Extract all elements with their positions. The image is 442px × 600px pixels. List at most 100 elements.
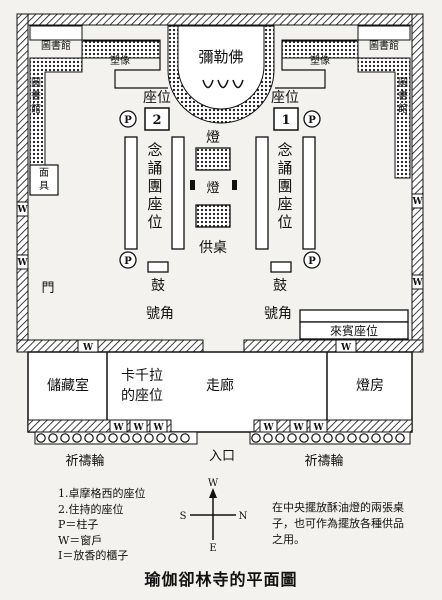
mask-label: 面具 [39,168,49,192]
legend-item: W＝窗戶 [58,533,103,547]
prayer-wheel [108,433,118,443]
prayer-wheel [60,433,70,443]
window-symbol: W [411,197,423,207]
prayer-wheel [168,433,178,443]
statue-niche-right [275,40,357,89]
window-symbol: W [152,423,164,433]
lamp-label: 燈 [206,181,219,196]
seat-number: 1 [281,113,290,128]
window-symbol: W [312,423,324,433]
mask-cabinet [29,164,59,196]
prayer-wheel [371,433,381,443]
guest-seating [299,309,409,340]
library-shelves [29,25,411,179]
horn-label: 號角 [146,306,174,322]
prayer-wheel [275,433,285,443]
prayer-wheel [36,433,46,443]
figure-title: 瑜伽卻林寺的平面圖 [144,570,298,589]
library-label: 圖書館 [31,77,41,115]
butter-lamp-tables [190,147,237,228]
door-label: 門 [41,281,54,296]
prayer-wheel [395,433,405,443]
prayer-wheel [299,433,309,443]
offering-table-label: 供桌 [199,240,227,256]
seat-label: 座位 [143,90,171,106]
pillar-symbol: P [124,115,132,126]
prayer-wheel [263,433,273,443]
lamp-label: 燈 [206,130,220,146]
chanting-benches [124,136,316,273]
prayer-wheel [84,433,94,443]
prayer-wheel [144,433,154,443]
chant-seat-label: 念誦團座位 [277,141,292,231]
prayer-wheel [311,433,321,443]
drum-label: 鼓 [151,278,165,294]
drolma-geshe-seat [273,107,299,131]
legend-item: 1.卓摩格西的座位 [58,487,146,500]
outer-wall [16,13,424,433]
legend-item: 2.住持的座位 [58,502,124,516]
prayer-wheel [323,433,333,443]
compass-w: W [208,478,219,489]
legend: 1.卓摩格西的座位 2.住持的座位 P＝柱子 W＝窗戶 I＝放香的櫃子 [58,486,146,564]
prayer-wheel [335,433,345,443]
prayer-wheel [359,433,369,443]
compass-e: E [209,543,216,554]
prayer-wheels [36,433,190,443]
window-symbol: W [112,423,124,433]
window-symbol: W [16,258,28,268]
legend-item: I＝放香的櫃子 [58,549,129,562]
compass-s: S [180,511,187,522]
guest-seat-label: 來賓座位 [330,323,378,338]
kachila-seat-label: 卡千拉的座位 [121,368,163,404]
compass-n: N [239,511,248,522]
compass: W E S N [180,478,248,554]
maitreya-shrine [167,25,275,124]
horn-label: 號角 [264,306,292,322]
library-label: 圖書館 [41,39,71,52]
library-label: 圖書館 [369,39,399,52]
seat-label: 座位 [271,90,299,106]
window-symbol: W [340,343,352,353]
prayer-wheel [287,433,297,443]
entrance-label: 入口 [209,449,235,464]
prayer-wheel-label: 祈禱輪 [304,453,343,469]
abbot-seat [144,107,170,131]
library-label: 圖書館 [398,77,408,115]
pillar-symbol: P [124,256,132,267]
statue-niche-left [83,40,168,89]
statue-label: 塑像 [110,55,130,67]
prayer-wheel [383,433,393,443]
window-symbol: W [411,278,423,288]
corridor-label: 走廊 [206,377,234,394]
chant-seat-label: 念誦團座位 [147,141,162,231]
window-markers: W W W W W W W W W W W W [16,193,424,433]
pillar-symbol: P [308,115,316,126]
pillar-symbol: P [308,256,316,267]
maitreya-label: 彌勒佛 [198,48,243,66]
drum-label: 鼓 [273,278,287,294]
prayer-wheel [251,433,261,443]
window-symbol: W [82,343,94,353]
legend-item: P＝柱子 [58,518,99,531]
prayer-wheel [48,433,58,443]
prayer-wheel [156,433,166,443]
prayer-wheel [132,433,142,443]
pillars: P P P P [119,110,321,269]
window-symbol: W [132,423,144,433]
seat-number: 2 [152,113,161,128]
window-symbol: W [262,423,274,433]
note-text: 在中央擺放酥油燈的兩張桌子，也可作為擺放各種供品之用。 [272,501,404,546]
window-symbol: W [292,423,304,433]
storage-label: 儲藏室 [47,377,89,394]
prayer-wheel [347,433,357,443]
prayer-wheel-label: 祈禱輪 [65,453,104,469]
window-symbol: W [16,205,28,215]
prayer-wheel [96,433,106,443]
statue-label: 塑像 [310,55,330,67]
prayer-wheels [251,433,405,443]
prayer-wheel [180,433,190,443]
prayer-wheel [72,433,82,443]
lamp-room-label: 燈房 [356,378,384,394]
